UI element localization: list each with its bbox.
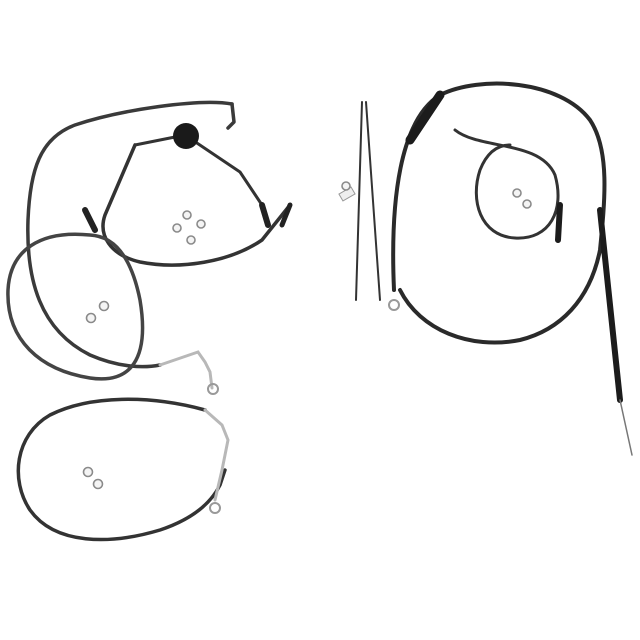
handlebar-brake-line bbox=[82, 123, 293, 267]
junction-block bbox=[173, 123, 199, 149]
zip-ties bbox=[338, 101, 400, 311]
left-upper-brake-line bbox=[26, 100, 236, 395]
banjo-fitting bbox=[207, 383, 219, 395]
washers bbox=[82, 188, 532, 490]
left-lower-cable bbox=[16, 397, 230, 542]
left-loop-cable bbox=[6, 232, 145, 381]
banjo-fitting bbox=[388, 299, 400, 311]
banjo-fitting bbox=[209, 502, 221, 514]
right-clutch-cable bbox=[391, 81, 633, 456]
right-small-loop bbox=[453, 128, 563, 243]
